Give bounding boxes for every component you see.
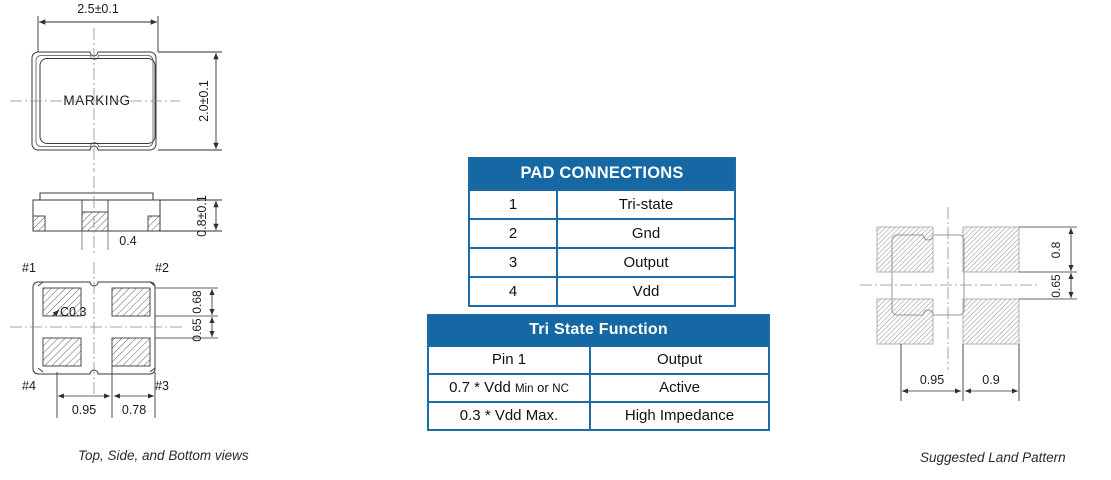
land-pattern-centerlines <box>860 207 1040 370</box>
pad-pin-cell: 3 <box>468 247 558 278</box>
bottom-view <box>32 281 156 375</box>
side-view-height-value: 0.8±0.1 <box>195 195 209 237</box>
cond-part-b: Min <box>514 383 534 395</box>
pad-connections-title: PAD CONNECTIONS <box>468 157 736 191</box>
top-view-width-dimension <box>37 16 159 52</box>
bottom-view-pad-gap-value: 0.65 <box>190 318 204 342</box>
table-row: 0.7 * Vdd Min or NC Active <box>427 373 770 403</box>
pad-connections-header-row: PAD CONNECTIONS <box>468 157 736 191</box>
land-pad-3 <box>962 298 1020 345</box>
land-pad-4 <box>876 298 934 345</box>
cond-part-d: NC <box>552 383 569 395</box>
top-view-marking-label: MARKING <box>63 93 130 108</box>
land-pad-1 <box>876 226 934 273</box>
bottom-view-pad-2 <box>111 287 151 317</box>
pad-connections-table: PAD CONNECTIONS 1 Tri-state 2 Gnd 3 Outp… <box>468 157 736 307</box>
bottom-view-pin-2-label: #2 <box>155 261 169 275</box>
tri-state-col-header-output: Output <box>589 345 770 375</box>
land-pattern-pad-height-value: 0.8 <box>1049 241 1063 258</box>
table-row: 0.3 * Vdd Max. High Impedance <box>427 401 770 431</box>
bottom-view-dim-right-value: 0.78 <box>122 403 146 417</box>
bottom-view-pad-3 <box>111 337 151 367</box>
land-pattern-vertical-dimensions <box>1019 226 1077 300</box>
side-view-extension-lines <box>81 231 109 250</box>
bottom-view-pad-height-value: 0.68 <box>190 290 204 314</box>
tri-state-result-cell: Active <box>589 373 770 403</box>
bottom-view-chamfer-value: C0.3 <box>60 305 86 319</box>
top-view-centerlines <box>10 28 180 172</box>
table-row: 3 Output <box>468 247 736 278</box>
land-pattern-drawing: 0.8 0.65 0.95 0.9 <box>860 207 1077 401</box>
bottom-view-pin-1-label: #1 <box>22 261 36 275</box>
package-views-caption: Top, Side, and Bottom views <box>78 448 249 463</box>
tri-state-title: Tri State Function <box>427 314 770 347</box>
bottom-view-dim-left-value: 0.95 <box>72 403 96 417</box>
bottom-view-pin-3-label: #3 <box>155 379 169 393</box>
chamfer-leader <box>52 309 60 317</box>
land-pattern-pad-gap-value: 0.65 <box>1049 274 1063 298</box>
bottom-view-pad-1 <box>42 287 82 317</box>
table-row: 1 Tri-state <box>468 189 736 220</box>
side-view-center-value: 0.4 <box>119 234 136 248</box>
tri-state-col-header-pin: Pin 1 <box>427 345 591 375</box>
table-row: 2 Gnd <box>468 218 736 249</box>
tri-state-condition-cell: 0.7 * Vdd Min or NC <box>427 373 591 403</box>
tri-state-condition-cell: 0.3 * Vdd Max. <box>427 401 591 431</box>
land-pattern-pads <box>876 226 1020 345</box>
land-pattern-dim-right-value: 0.9 <box>982 373 999 387</box>
pad-function-cell: Vdd <box>556 276 736 307</box>
land-pattern-dim-left-value: 0.95 <box>920 373 944 387</box>
bottom-view-vertical-dimensions <box>155 287 218 339</box>
pad-pin-cell: 2 <box>468 218 558 249</box>
cond-part-a: 0.7 * Vdd <box>449 379 515 396</box>
cond-part-b: Max. <box>525 407 559 424</box>
bottom-view-centerlines <box>10 262 182 396</box>
pad-function-cell: Gnd <box>556 218 736 249</box>
pad-pin-cell: 1 <box>468 189 558 220</box>
cond-part-a: 0.3 * Vdd <box>459 407 526 424</box>
tri-state-function-table: Tri State Function Pin 1 Output 0.7 * Vd… <box>427 314 770 431</box>
table-row: 4 Vdd <box>468 276 736 307</box>
top-view-width-value: 2.5±0.1 <box>77 2 119 16</box>
table-row: Pin 1 Output <box>427 345 770 375</box>
land-pattern-caption: Suggested Land Pattern <box>920 450 1066 465</box>
tri-state-result-cell: High Impedance <box>589 401 770 431</box>
land-pattern-horizontal-dimensions <box>900 344 1020 401</box>
pad-pin-cell: 4 <box>468 276 558 307</box>
tri-state-title-row: Tri State Function <box>427 314 770 347</box>
pad-function-cell: Output <box>556 247 736 278</box>
bottom-view-pin-4-label: #4 <box>22 379 36 393</box>
bottom-view-pad-4 <box>42 337 82 367</box>
top-view-height-dimension <box>158 51 222 151</box>
cond-part-c: or <box>533 380 553 395</box>
pad-function-cell: Tri-state <box>556 189 736 220</box>
bottom-view-horizontal-dimensions <box>56 366 156 418</box>
side-view <box>32 192 161 232</box>
package-views-drawing: MARKING 2.5±0.1 2.0±0.1 <box>10 2 222 418</box>
land-pad-2 <box>962 226 1020 273</box>
side-view-height-dimension <box>160 199 222 232</box>
top-view-height-value: 2.0±0.1 <box>197 80 211 122</box>
